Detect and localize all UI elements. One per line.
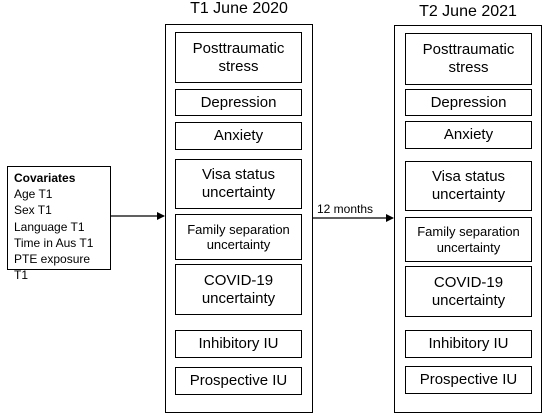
t2-frame xyxy=(394,25,542,413)
covariate-item: Time in Aus T1 xyxy=(14,235,94,250)
t1-title: T1 June 2020 xyxy=(190,0,288,17)
covariates-heading: Covariates xyxy=(14,171,76,185)
t2-box-prospective-iu: Prospective IU xyxy=(405,366,532,394)
arrow-label-12-months: 12 months xyxy=(317,202,374,216)
t1-box-depression: Depression xyxy=(175,89,302,116)
t1-box-prospective-iu: Prospective IU xyxy=(175,367,302,395)
covariate-item: Language T1 xyxy=(14,219,85,234)
t1-box-anxiety: Anxiety xyxy=(175,122,302,150)
t2-title: T2 June 2021 xyxy=(419,3,517,20)
covariate-item: PTE exposure T1 xyxy=(14,251,91,283)
t1-frame xyxy=(165,24,313,413)
covariate-item: Sex T1 xyxy=(14,203,52,218)
t1-box-inhibitory-iu: Inhibitory IU xyxy=(175,330,302,358)
t2-box-inhibitory-iu: Inhibitory IU xyxy=(405,330,532,358)
covariate-item: Age T1 xyxy=(14,187,53,202)
t2-box-depression: Depression xyxy=(405,89,532,116)
t2-box-anxiety: Anxiety xyxy=(405,121,532,149)
covariates-box: Covariates Age T1 Sex T1 Language T1 Tim… xyxy=(7,166,111,282)
